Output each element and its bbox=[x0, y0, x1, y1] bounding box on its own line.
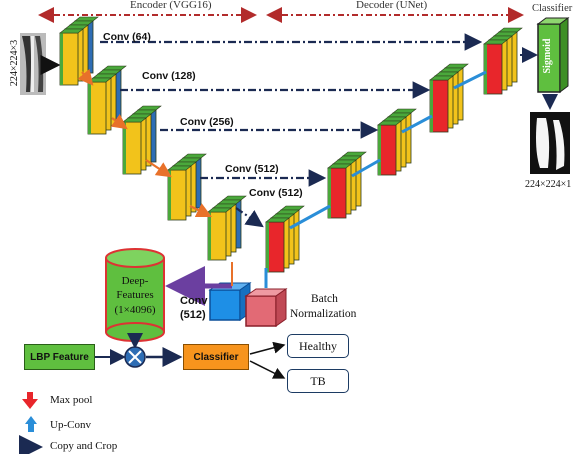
up-conv-arrow-1 bbox=[289, 204, 331, 230]
bottleneck-conv-label: Conv bbox=[180, 295, 208, 307]
decoder-block-2 bbox=[327, 151, 367, 219]
batch-norm-label-2: Normalization bbox=[290, 308, 357, 320]
output-size-label: 224×224×1 bbox=[525, 179, 572, 190]
bottleneck-conv-block bbox=[208, 282, 252, 321]
classifier-to-tb bbox=[249, 360, 286, 379]
decoder-block-3 bbox=[377, 108, 417, 176]
decoder-header: Decoder (UNet) bbox=[356, 0, 428, 11]
copy-crop-arrow-5 bbox=[235, 207, 264, 228]
classifier-to-healthy bbox=[249, 341, 286, 355]
legend-up-conv-label: Up-Conv bbox=[50, 419, 91, 431]
deep-features-label-2: Features bbox=[116, 289, 154, 301]
encoder-header: Encoder (VGG16) bbox=[130, 0, 212, 11]
max-pool-arrow-3 bbox=[145, 159, 172, 178]
input-size-label: 224×224×3 bbox=[9, 39, 20, 87]
encoder-block-4 bbox=[167, 153, 207, 221]
legend-copy-crop-label: Copy and Crop bbox=[50, 440, 118, 452]
decoder-block-4 bbox=[429, 63, 469, 133]
batch-normalization-block bbox=[244, 288, 288, 327]
sigmoid-block bbox=[536, 17, 570, 93]
legend-max-pool-label: Max pool bbox=[50, 394, 93, 406]
encoder-block-2 bbox=[87, 65, 127, 135]
legend-up-conv-icon bbox=[25, 416, 37, 432]
classifier-box: Classifier bbox=[183, 344, 249, 370]
up-conv-arrow-4 bbox=[453, 70, 487, 90]
encoder-block-1 bbox=[59, 16, 99, 86]
legend-max-pool-icon bbox=[22, 392, 38, 409]
decoder-block-5 bbox=[483, 27, 523, 95]
deep-features-label-3: (1×4096) bbox=[114, 304, 156, 316]
lbp-feature-box: LBP Feature bbox=[24, 344, 95, 370]
conv-256-label: Conv (256) bbox=[180, 116, 234, 128]
deep-features-cylinder bbox=[105, 248, 165, 342]
conv-64-label: Conv (64) bbox=[103, 31, 151, 43]
batch-norm-label-1: Batch bbox=[311, 293, 338, 305]
encoder-block-3 bbox=[122, 105, 162, 175]
bottleneck-conv-size-label: (512) bbox=[180, 309, 206, 321]
up-conv-arrow-3 bbox=[401, 114, 433, 134]
classifier-header: Classifier bbox=[532, 3, 573, 14]
fusion-node bbox=[124, 346, 146, 368]
max-pool-arrow-2 bbox=[110, 114, 128, 130]
output-tb-box: TB bbox=[287, 369, 349, 393]
max-pool-arrow-4 bbox=[189, 203, 212, 217]
sigmoid-label: Sigmoid bbox=[542, 38, 553, 74]
output-mask-image bbox=[530, 112, 570, 174]
conv-128-label: Conv (128) bbox=[142, 70, 196, 82]
max-pool-arrow-1 bbox=[77, 68, 94, 86]
input-xray-image bbox=[20, 33, 46, 95]
conv-512-label-a: Conv (512) bbox=[225, 163, 279, 175]
conv-512-label-b: Conv (512) bbox=[249, 187, 303, 199]
deep-features-label-1: Deep- bbox=[121, 275, 149, 287]
up-conv-arrow-2 bbox=[351, 158, 381, 178]
encoder-block-5 bbox=[207, 195, 247, 261]
output-healthy-box: Healthy bbox=[287, 334, 349, 358]
decoder-block-1 bbox=[265, 205, 305, 273]
